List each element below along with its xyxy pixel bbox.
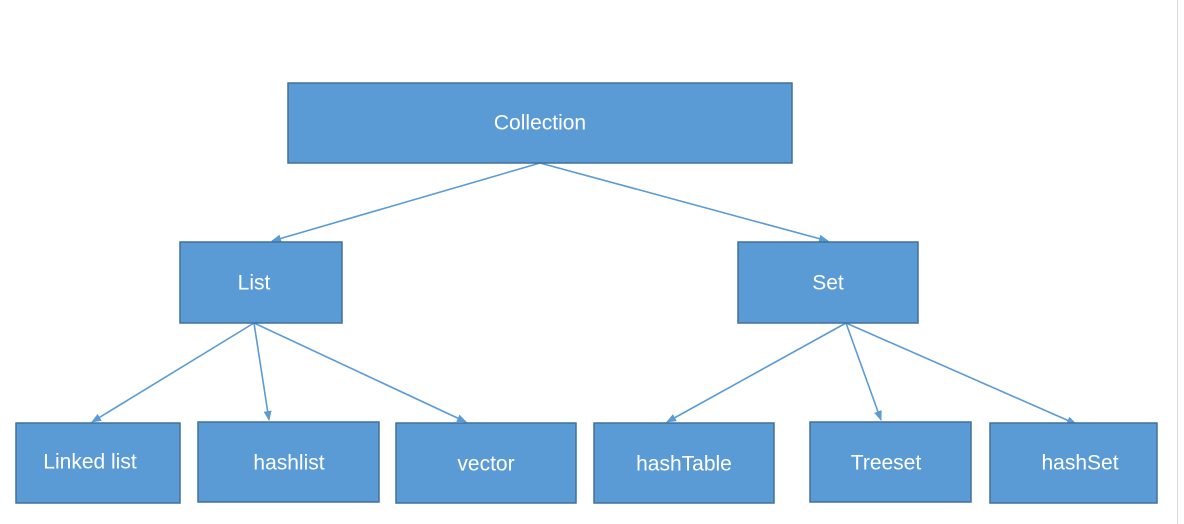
node-hashset[interactable]: hashSet <box>989 422 1158 504</box>
node-list[interactable]: List <box>179 241 343 324</box>
node-list-label: List <box>238 272 271 295</box>
node-vector-box <box>395 422 577 504</box>
edge-list-to-vector <box>253 322 467 423</box>
node-hashtable-label: hashTable <box>636 453 732 476</box>
node-hashset-box <box>989 422 1158 504</box>
edges-layer <box>91 162 1077 425</box>
edge-collection-to-list <box>271 162 541 243</box>
node-collection-box <box>287 82 793 164</box>
node-collection-label: Collection <box>494 112 586 135</box>
node-hashtable[interactable]: hashTable <box>593 422 775 504</box>
node-linked-list[interactable]: Linked list <box>15 422 181 504</box>
nodes-layer: Collection List Set Linked list hashlist… <box>15 82 1158 504</box>
node-linked-list-label: Linked list <box>43 451 137 474</box>
node-treeset-label: Treeset <box>851 452 922 475</box>
node-treeset-box <box>809 421 972 503</box>
node-set-label: Set <box>812 272 844 295</box>
node-hashset-label: hashSet <box>1041 452 1118 475</box>
node-list-box <box>179 241 343 324</box>
node-hashlist-label: hashlist <box>253 452 324 475</box>
node-collection[interactable]: Collection <box>287 82 793 164</box>
node-vector[interactable]: vector <box>395 422 577 504</box>
page-right-border <box>1177 0 1178 524</box>
node-linked-list-box <box>15 422 181 504</box>
edge-set-to-hashtable <box>666 322 847 423</box>
node-hashlist[interactable]: hashlist <box>197 421 380 503</box>
edge-set-to-hashset <box>845 322 1077 425</box>
node-set[interactable]: Set <box>737 241 919 324</box>
edge-set-to-treeset <box>845 322 882 421</box>
edge-list-to-linked-list <box>91 322 255 423</box>
edge-collection-to-set <box>539 162 829 243</box>
node-hashtable-box <box>593 422 775 504</box>
node-treeset[interactable]: Treeset <box>809 421 972 503</box>
node-vector-label: vector <box>457 453 514 476</box>
node-set-box <box>737 241 919 324</box>
node-hashlist-box <box>197 421 380 503</box>
edge-list-to-hashlist <box>253 322 272 421</box>
